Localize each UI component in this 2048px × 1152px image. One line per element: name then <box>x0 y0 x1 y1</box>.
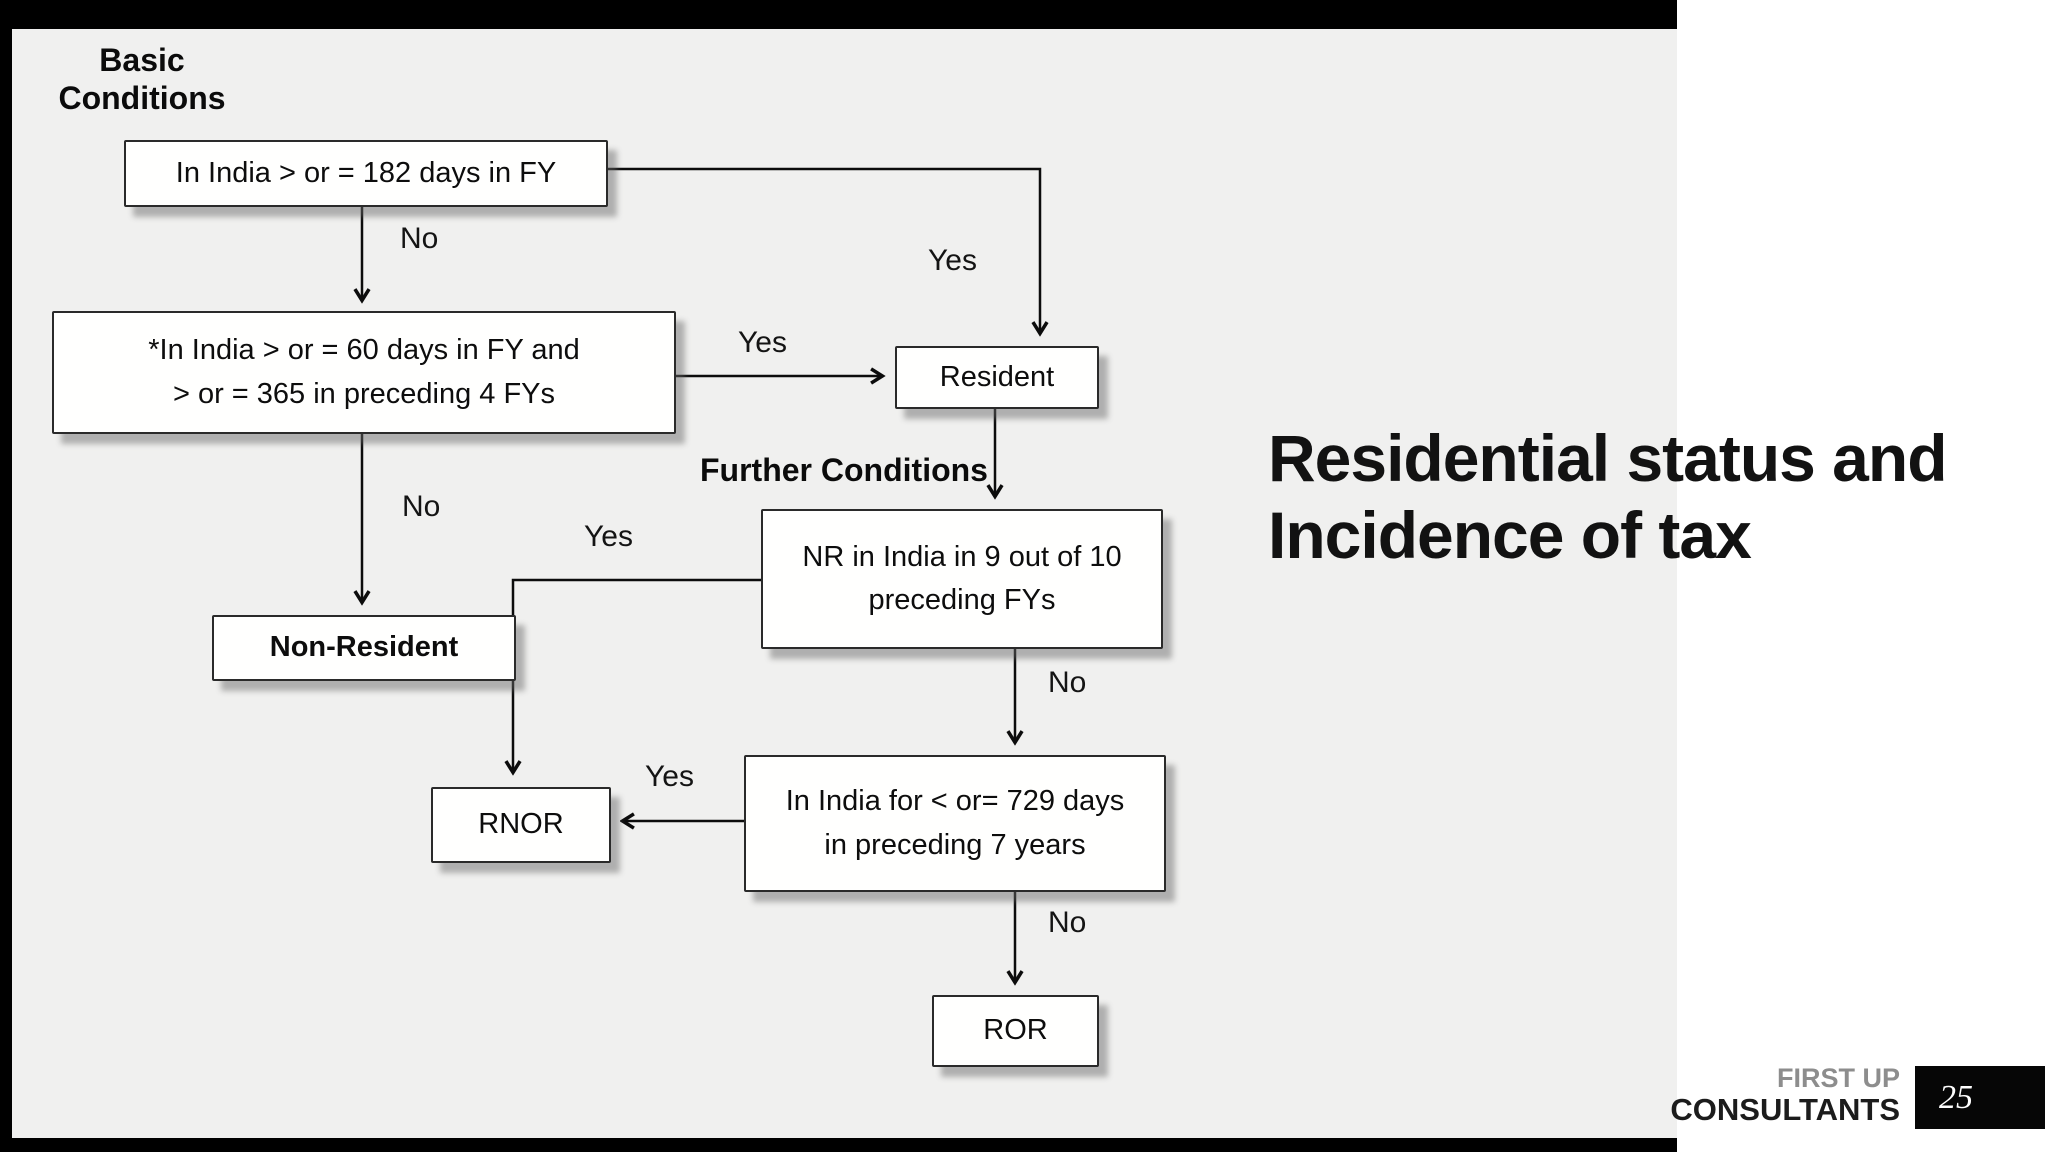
flowchart-image-area: Basic Conditions In India > or = 182 day… <box>0 0 1677 1152</box>
node-rnor: RNOR <box>431 787 611 863</box>
edge-label-nr-yes: Yes <box>584 520 633 553</box>
node-non-resident: Non-Resident <box>212 615 516 681</box>
node-text: ROR <box>983 1014 1048 1047</box>
frame-top-bar <box>0 0 1677 29</box>
edge-label-729-no: No <box>1048 906 1087 939</box>
frame-bottom-bar <box>0 1138 1677 1152</box>
page-number: 25 <box>1939 1079 1973 1116</box>
edge-nr-yes-line <box>513 578 761 771</box>
brand-line-first-up: FIRST UP <box>1776 1063 1900 1093</box>
node-in-india-182-days: In India > or = 182 days in FY <box>124 140 608 207</box>
node-text: Resident <box>939 360 1055 393</box>
node-in-india-60-365-days: *In India > or = 60 days in FY and > or … <box>52 311 676 434</box>
node-text: in preceding 7 years <box>824 828 1086 861</box>
node-nr-9-of-10: NR in India in 9 out of 10 preceding FYs <box>761 509 1163 649</box>
heading-basic-conditions: Basic Conditions <box>58 42 226 116</box>
heading-further-conditions: Further Conditions <box>700 452 988 488</box>
node-text: preceding FYs <box>868 584 1056 616</box>
node-text: NR in India in 9 out of 10 <box>802 540 1122 573</box>
brand-line-consultants: CONSULTANTS <box>1670 1092 1900 1128</box>
edge-label-60-no: No <box>402 490 441 523</box>
edge-label-nr-no: No <box>1048 666 1087 699</box>
node-resident: Resident <box>895 346 1099 409</box>
node-in-india-729-days: In India for < or= 729 days in preceding… <box>744 755 1166 892</box>
node-text: Non-Resident <box>269 631 459 664</box>
page-number-box: 25 <box>1915 1066 2045 1129</box>
node-text: In India > or = 182 days in FY <box>175 156 557 189</box>
node-text: *In India > or = 60 days in FY and <box>148 334 580 366</box>
edge-label-182-yes: Yes <box>928 244 977 277</box>
node-text: In India for < or= 729 days <box>785 785 1125 817</box>
brand-logo: FIRST UP CONSULTANTS <box>1540 1063 1900 1128</box>
node-text: RNOR <box>478 808 564 841</box>
node-text: > or = 365 in preceding 4 FYs <box>172 377 556 410</box>
frame-left-bar <box>0 0 12 1152</box>
node-ror: ROR <box>932 995 1099 1067</box>
edge-label-60-yes: Yes <box>738 326 787 359</box>
edge-label-182-no: No <box>400 222 439 255</box>
edge-label-729-yes: Yes <box>645 760 694 793</box>
slide-title: Residential status and Incidence of tax <box>1268 421 1948 573</box>
